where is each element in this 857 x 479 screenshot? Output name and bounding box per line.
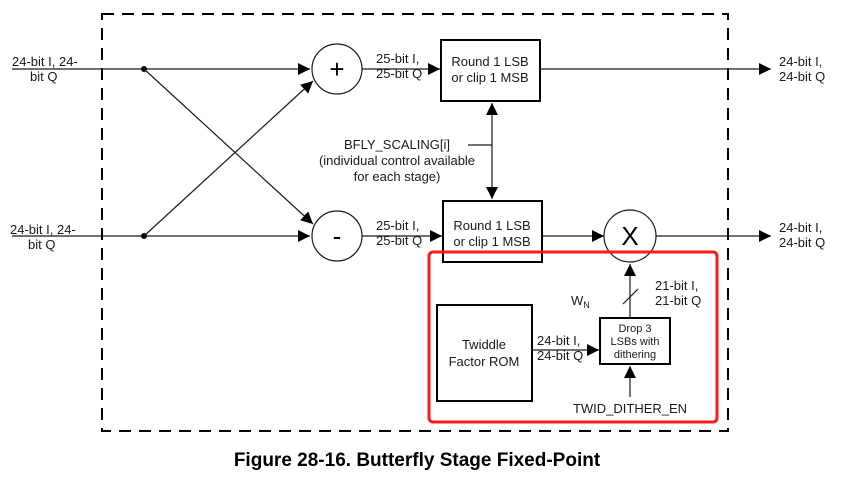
output-label-bottom-line1: 24-bit I, — [779, 220, 822, 235]
scaling-control-label-line3: for each stage) — [354, 169, 441, 184]
output-label-bottom-line2: 24-bit Q — [779, 235, 825, 250]
sub-output-label-line2: 25-bit Q — [376, 233, 422, 248]
twiddle-rom-box — [436, 304, 533, 402]
round-clip-top-line1: Round 1 LSB — [451, 54, 528, 69]
round-clip-bottom-line1: Round 1 LSB — [453, 218, 530, 233]
twiddle-bits-label-line1: 21-bit I, — [655, 278, 698, 293]
input-label-bottom-line2: bit Q — [28, 237, 55, 252]
scaling-control-label-line1: BFLY_SCALING[i] — [344, 137, 450, 152]
twiddle-factor-label: WN — [571, 293, 590, 310]
twiddle-factor-name: W — [571, 293, 584, 308]
drop-lsbs-line2: LSBs with — [611, 336, 660, 348]
input-label-bottom-line1: 24-bit I, 24- — [10, 222, 76, 237]
round-clip-bottom-line2: or clip 1 MSB — [453, 234, 530, 249]
twiddle-rom-line1: Twiddle — [462, 337, 506, 352]
bus-width-slash — [622, 288, 639, 305]
subtractor-symbol: - — [333, 221, 342, 251]
adder-output-label-line2: 25-bit Q — [376, 66, 422, 81]
input-label-top-line2: bit Q — [30, 69, 57, 84]
twiddle-path-highlight — [427, 250, 719, 424]
round-clip-top-line2: or clip 1 MSB — [451, 70, 528, 85]
twiddle-factor-subscript: N — [583, 300, 590, 310]
adder-symbol: + — [329, 54, 344, 84]
input-label-top-line1: 24-bit I, 24- — [12, 54, 78, 69]
drop-lsbs-box — [599, 317, 671, 365]
scaling-control-label-line2: (individual control available — [319, 153, 475, 168]
cross-wire-bottom-to-add — [143, 80, 314, 237]
cross-wire-top-to-sub — [143, 68, 314, 225]
rom-output-label-line1: 24-bit I, — [537, 333, 580, 348]
drop-lsbs-line3: dithering — [614, 349, 656, 361]
dither-enable-label: TWID_DITHER_EN — [573, 401, 687, 416]
adder-output-label-line1: 25-bit I, — [376, 51, 419, 66]
rom-output-label-line2: 24-bit Q — [537, 348, 583, 363]
output-label-top-line2: 24-bit Q — [779, 69, 825, 84]
output-label-top-line1: 24-bit I, — [779, 54, 822, 69]
sub-output-label-line1: 25-bit I, — [376, 218, 419, 233]
twiddle-bits-label-line2: 21-bit Q — [655, 293, 701, 308]
drop-lsbs-line1: Drop 3 — [618, 323, 651, 335]
multiplier-symbol: X — [621, 221, 638, 251]
twiddle-rom-line2: Factor ROM — [449, 354, 520, 369]
figure-caption: Figure 28-16. Butterfly Stage Fixed-Poin… — [234, 450, 601, 471]
round-clip-box-top — [440, 39, 541, 102]
